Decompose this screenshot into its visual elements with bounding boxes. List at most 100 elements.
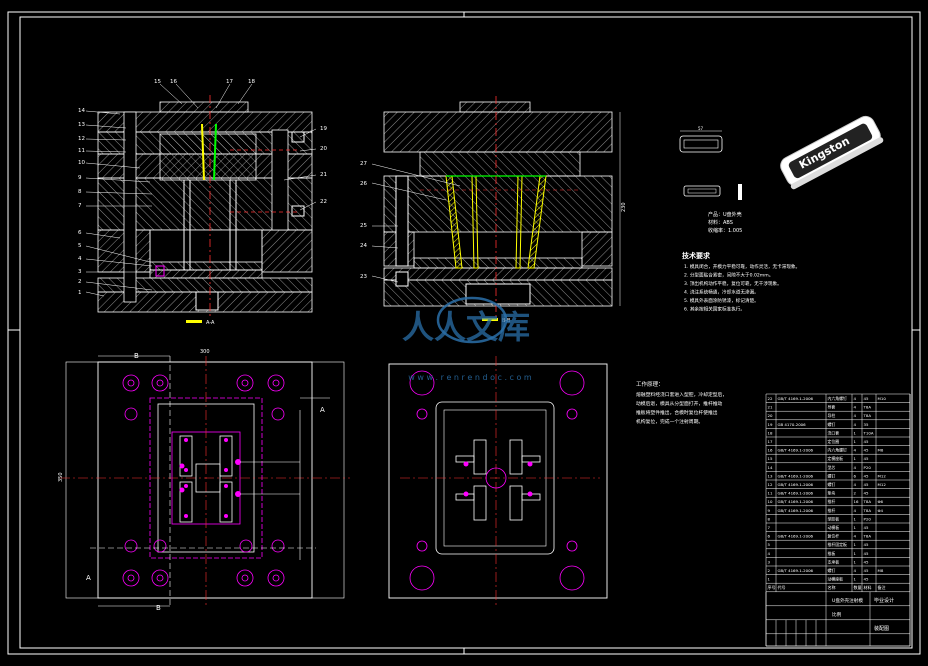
table-cell: 1 <box>854 456 857 461</box>
table-cell: 45 <box>864 456 869 461</box>
aa-label-22: 22 <box>320 199 327 205</box>
table-cell: GB/T 4169.1-2006 <box>778 482 814 487</box>
table-cell: 1 <box>854 551 857 556</box>
section-mark-a-left: A <box>86 574 91 582</box>
aa-label-17: 17 <box>226 79 233 85</box>
tech-req-line: 6. 其余按相关国家标准执行。 <box>684 306 745 313</box>
table-header-cell: 数量 <box>854 584 862 590</box>
bb-label-25: 25 <box>360 223 367 229</box>
table-cell: 浇口套 <box>828 430 840 435</box>
table-cell: T8A <box>863 413 872 418</box>
aa-label-5: 5 <box>78 243 82 249</box>
product-dim-width: 57 <box>698 126 704 131</box>
table-cell: 4 <box>768 551 771 556</box>
table-cell: 4 <box>854 396 857 401</box>
bb-height-dim: 230 <box>621 202 627 212</box>
table-cell: M8 <box>878 448 884 453</box>
table-cell: GB/T 4169.1-2006 <box>778 491 814 496</box>
table-cell: 14 <box>768 465 773 470</box>
aa-label-19: 19 <box>320 126 327 132</box>
table-cell: 内六角螺钉 <box>828 448 848 453</box>
table-cell: 4 <box>854 508 857 513</box>
table-cell: M8 <box>878 568 884 573</box>
usb-brand-text: Kingston <box>797 134 852 171</box>
title-scale: 比例 <box>832 611 842 618</box>
bb-section-title: B-B <box>502 318 511 324</box>
table-header-cell: 序号 <box>768 584 776 590</box>
title-school: 毕业设计 <box>874 597 894 604</box>
table-cell: 定位圈 <box>828 439 840 444</box>
tech-req-lines: 1. 模具闭合，开模力平稳可靠，动作灵活，无卡滞现象。 2. 分型面贴合紧密，间隙… <box>684 263 800 313</box>
table-cell: 21 <box>768 405 773 410</box>
table-cell: 4 <box>854 413 857 418</box>
section-mark-a-right: A <box>320 406 325 414</box>
tech-req-line: 2. 分型面贴合紧密，间隙不大于0.02mm。 <box>684 272 773 279</box>
table-cell: 45 <box>864 482 869 487</box>
aa-label-4: 4 <box>78 256 82 262</box>
table-cell: 1 <box>854 439 857 444</box>
plan-width-dim: 300 <box>200 349 210 355</box>
aa-label-7: 7 <box>78 203 82 209</box>
table-cell: 10 <box>768 499 773 504</box>
aa-label-12: 12 <box>78 136 85 142</box>
table-cell: 螺钉 <box>828 568 836 573</box>
table-cell: 11 <box>768 491 773 496</box>
bb-part-labels <box>371 163 461 283</box>
table-cell: GB/T 4169.1-2006 <box>778 396 814 401</box>
table-cell: 4 <box>854 534 857 539</box>
table-cell: 17 <box>768 439 773 444</box>
tech-req-title: 技术要求 <box>682 251 711 260</box>
plan-view-left <box>60 355 350 607</box>
table-cell: GB/T 4169.1-2006 <box>778 508 814 513</box>
product-material: 材料：ABS <box>708 219 733 226</box>
table-cell: M12 <box>878 482 887 487</box>
table-cell: 15 <box>768 456 773 461</box>
table-cell: 19 <box>768 422 773 427</box>
aa-label-18: 18 <box>248 79 255 85</box>
parts-table-grid <box>765 393 911 647</box>
table-cell: 推杆 <box>828 499 836 504</box>
aa-label-3: 3 <box>78 269 82 275</box>
table-cell: 16 <box>768 448 773 453</box>
table-cell: 推杆固定板 <box>828 542 848 547</box>
table-cell: 螺钉 <box>828 473 836 478</box>
product-views <box>679 115 884 200</box>
table-cell: 定模座板 <box>828 456 844 461</box>
table-cell: 9 <box>768 508 771 513</box>
table-cell: 45 <box>864 473 869 478</box>
table-cell: 推杆 <box>828 508 836 513</box>
table-cell: 垫块 <box>828 491 836 496</box>
table-cell: GB/T 4169.1-2006 <box>778 499 814 504</box>
aa-label-11: 11 <box>78 148 85 154</box>
aa-label-14: 14 <box>78 108 85 114</box>
table-cell: 动模座板 <box>828 577 844 582</box>
table-cell: 4 <box>854 448 857 453</box>
table-cell: 螺钉 <box>828 422 836 427</box>
table-cell: T8A <box>863 405 872 410</box>
table-cell: 13 <box>768 473 773 478</box>
aa-label-6: 6 <box>78 230 82 236</box>
table-cell: GB/T 4169.1-2006 <box>778 534 814 539</box>
table-cell: 22 <box>768 396 773 401</box>
work-principle-line: 机构复位，完成一个注射周期。 <box>636 418 703 425</box>
tech-req-line: 1. 模具闭合，开模力平稳可靠，动作灵活，无卡滞现象。 <box>684 263 800 270</box>
table-cell: 45 <box>864 448 869 453</box>
table-cell: GB/T 4169.1-2006 <box>778 568 814 573</box>
aa-label-9: 9 <box>78 175 82 181</box>
product-shrink: 收缩率：1.005 <box>708 227 742 234</box>
work-principle-lines: 熔融塑料经浇口套进入型腔，冷却定型后，动模后退，模具从分型面打开，推杆推动推板将… <box>636 391 727 425</box>
table-cell: 推板 <box>828 551 836 556</box>
plan-view-right <box>388 356 608 606</box>
table-cell: 45 <box>864 559 869 564</box>
table-cell: 45 <box>864 542 869 547</box>
table-cell: 20 <box>768 413 773 418</box>
section-view-aa <box>97 95 313 318</box>
work-principle-line: 推板将塑件推出，合模时复位杆使推出 <box>636 409 718 416</box>
table-cell: 1 <box>854 577 857 582</box>
table-cell: 导套 <box>828 405 836 410</box>
table-cell: 导柱 <box>828 413 836 418</box>
tech-req-line: 5. 模具外表面涂防锈漆，标记清楚。 <box>684 297 759 304</box>
table-cell: T8A <box>863 508 872 513</box>
